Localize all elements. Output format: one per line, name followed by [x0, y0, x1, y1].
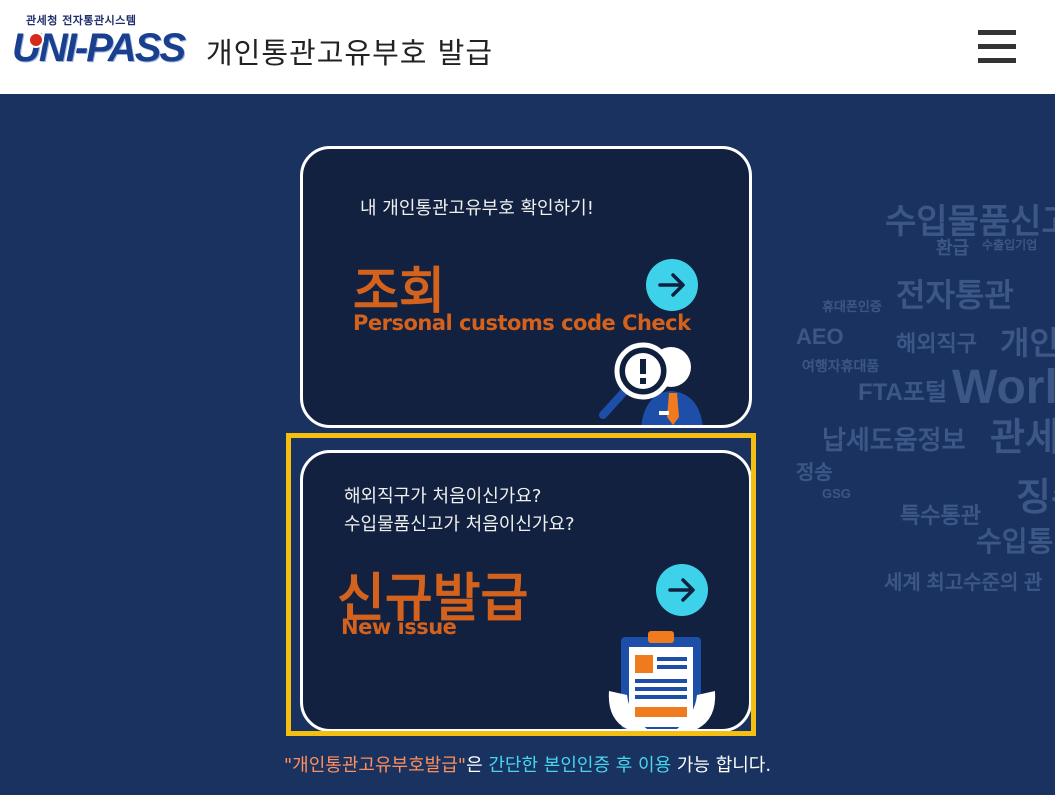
cloud-word: 해외직구	[896, 331, 977, 356]
cloud-word: 수출입기업	[982, 238, 1038, 252]
check-card-title: 조회	[353, 262, 445, 320]
footer-text-1: 은	[466, 755, 489, 776]
footer-notice: "개인통관고유부호발급"은 간단한 본인인증 후 이용 가능 합니다.	[0, 751, 1055, 777]
page-title: 개인통관고유부호 발급	[206, 36, 494, 70]
cloud-word: 납세도움정보	[822, 425, 966, 455]
logo-emblem-icon	[28, 32, 44, 48]
issue-card-subtitle-2: 수입물품신고가 처음이신가요?	[344, 514, 575, 535]
cloud-word: 전자통관	[896, 277, 1014, 313]
hamburger-menu-line	[978, 58, 1016, 63]
hamburger-menu-button[interactable]	[978, 28, 1018, 66]
hamburger-menu-line	[978, 44, 1016, 49]
cloud-word: AEO	[796, 324, 844, 349]
footer-auth-text: 간단한 본인인증 후 이용	[488, 755, 672, 776]
check-card[interactable]: 내 개인통관고유부호 확인하기! 조회 Personal customs cod…	[300, 146, 752, 428]
cloud-word: 징수	[1016, 477, 1055, 519]
hamburger-menu-icon	[978, 30, 1016, 35]
arrow-right-icon[interactable]	[656, 564, 708, 616]
logo-subtitle: 관세청 전자통관시스템	[26, 14, 137, 27]
cloud-word: World	[952, 361, 1055, 414]
cloud-word: FTA포털	[858, 379, 948, 406]
cloud-word: 정송	[796, 462, 833, 484]
header: 관세청 전자통관시스템 UNI-PASS 개인통관고유부호 발급	[0, 0, 1055, 94]
cloud-word: 개인	[1000, 325, 1055, 361]
clipboard-document-icon	[608, 631, 716, 729]
magnifier-person-icon	[599, 342, 703, 425]
cloud-word: 수입물품신고	[885, 203, 1055, 241]
issue-card-subtitle-1: 해외직구가 처음이신가요?	[344, 486, 542, 507]
new-issue-card[interactable]: 해외직구가 처음이신가요? 수입물품신고가 처음이신가요? 신규발급 New i…	[300, 450, 752, 732]
issue-card-title: 신규발급	[337, 569, 529, 629]
arrow-right-icon[interactable]	[646, 259, 698, 311]
check-card-subtitle: 내 개인통관고유부호 확인하기!	[360, 198, 594, 219]
cloud-word: 여행자휴대품	[802, 358, 880, 374]
footer-text-2: 가능 합니다.	[671, 755, 772, 776]
cloud-word: 세계 최고수준의 관	[884, 572, 1043, 594]
cloud-word: 환급	[936, 238, 970, 258]
issue-card-english: New issue	[341, 615, 457, 639]
cloud-word: 휴대폰인증	[822, 299, 882, 314]
unipass-logo[interactable]: 관세청 전자통관시스템 UNI-PASS	[12, 12, 198, 78]
selection-highlight	[286, 433, 756, 736]
check-card-english: Personal customs code Check	[353, 311, 691, 335]
cloud-word: 관세	[990, 417, 1055, 459]
cloud-word: GSG	[822, 486, 851, 501]
background-word-cloud: 수입물품신고 환급 수출입기업 전자통관 휴대폰인증 개인 AEO 해외직구 여…	[780, 180, 1055, 600]
cloud-word: 수입통	[976, 526, 1054, 557]
cloud-word: 특수통관	[900, 503, 981, 528]
footer-service-name: "개인통관고유부호발급"	[283, 755, 467, 776]
